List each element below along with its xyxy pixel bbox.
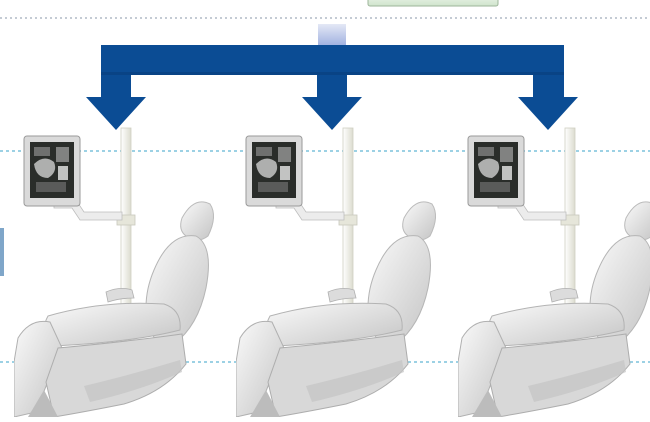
source-box (368, 0, 498, 6)
monitor-icon (246, 136, 302, 206)
dental-chair-icon (14, 202, 214, 417)
dental-station-1 (14, 120, 234, 417)
dental-chair-icon (458, 202, 650, 417)
left-edge-panel (0, 228, 4, 276)
dental-station-2 (236, 120, 456, 417)
dental-station-3 (458, 120, 650, 417)
monitor-icon (468, 136, 524, 206)
branch-arrow (101, 45, 564, 97)
monitor-icon (24, 136, 80, 206)
connector-block (318, 24, 346, 46)
dental-chair-icon (236, 202, 436, 417)
